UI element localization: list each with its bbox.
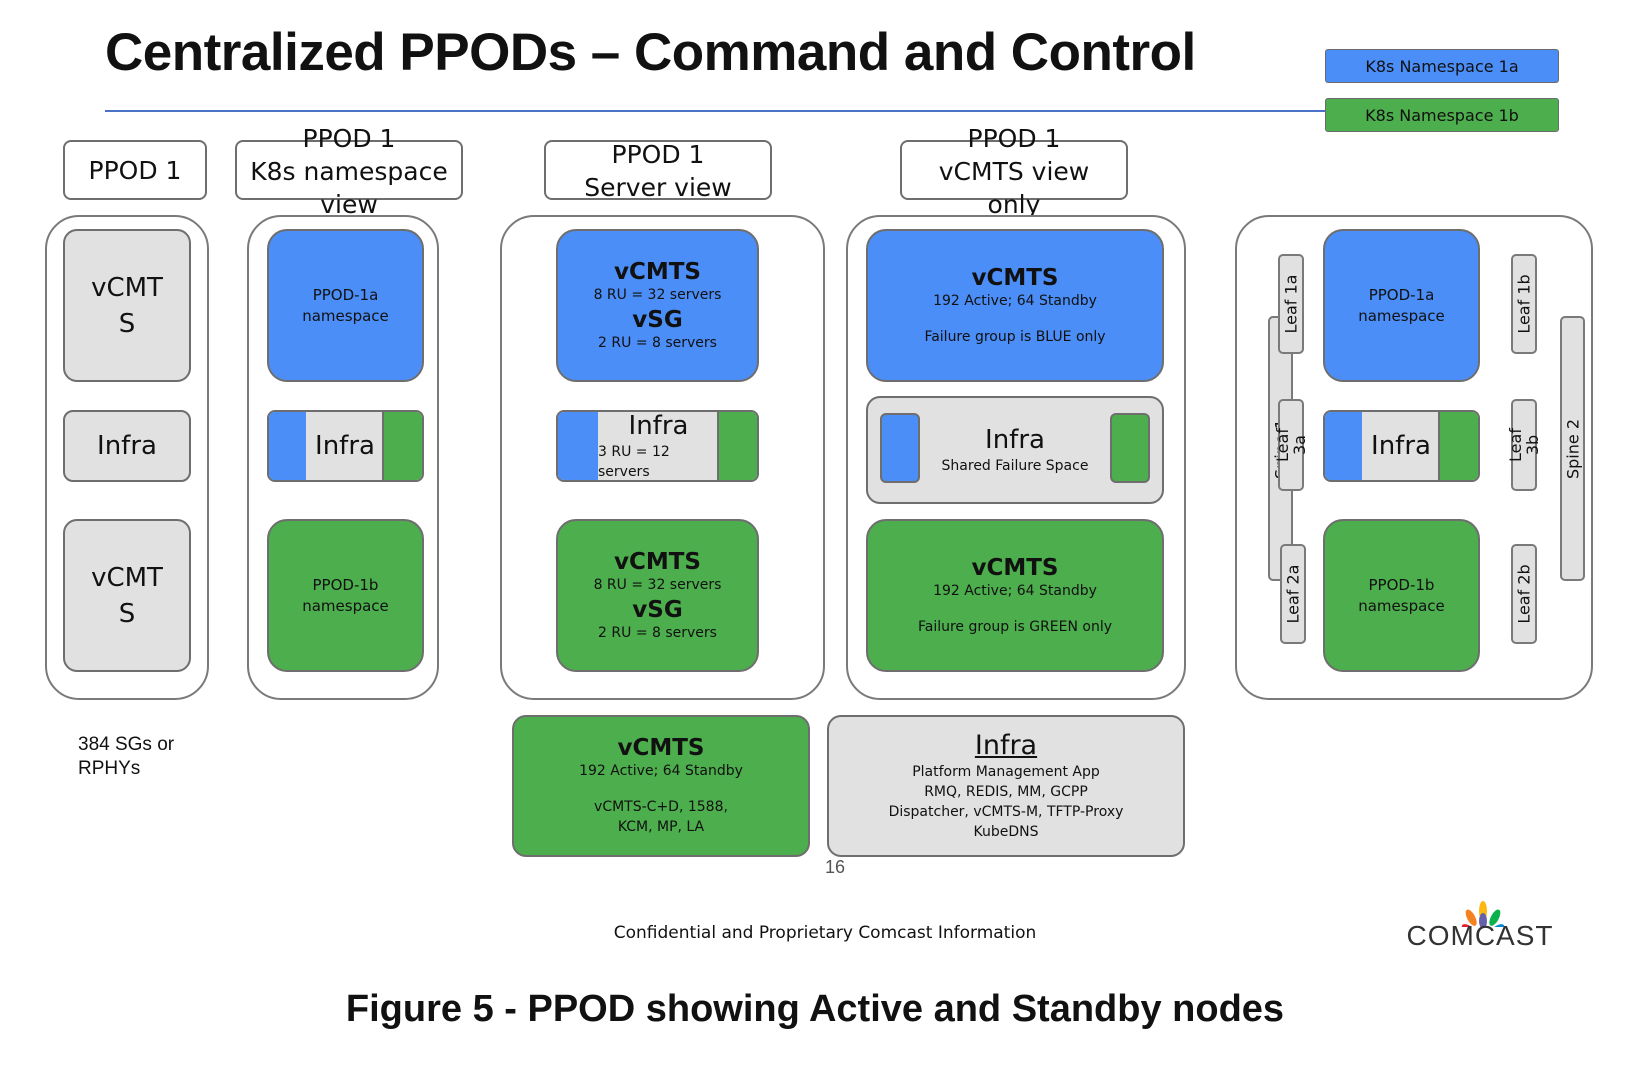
col4-header-text: PPOD 1 vCMTS view only [938,124,1090,219]
col5-ppod-1a-label: PPOD-1a namespace [1358,285,1445,325]
col3-infra-blue-segment [558,412,598,480]
col3-infra-title: Infra [628,411,689,441]
col1-header: PPOD 1 [63,140,207,200]
col3-infra-sub: 3 RU = 12 servers [598,444,670,480]
col1-vcmts-top-label: vCMT S [91,272,163,339]
col3-top-title-1: vCMTS [613,258,701,285]
col5-ppod-1b-label: PPOD-1b namespace [1358,575,1445,615]
col2-header: PPOD 1 K8s namespace view [235,124,463,219]
spine-2-label: Spine 2 [1563,418,1582,479]
col2-infra-green-segment [382,412,422,480]
col1-note: 384 SGs or RPHYs [78,734,175,779]
col5-ppod-1a: PPOD-1a namespace [1323,229,1480,382]
col1-vcmts-top: vCMT S [63,229,191,382]
bottom-vcmts-title: vCMTS [617,735,705,761]
bottom-infra-box: Infra Platform Management App RMQ, REDIS… [827,715,1185,857]
bottom-vcmts-sub-1: 192 Active; 64 Standby [579,763,743,779]
col2-ppod-1a: PPOD-1a namespace [267,229,424,382]
col3-top-sub-2: 2 RU = 8 servers [598,334,717,351]
col1-vcmts-bottom-label: vCMT S [91,562,163,629]
col3-infra-green-segment [717,412,757,480]
col5-infra-blue-segment [1325,412,1362,480]
col3-top-sub-1: 8 RU = 32 servers [593,286,722,303]
confidential-footer: Confidential and Proprietary Comcast Inf… [613,923,1037,943]
col5-infra-label: Infra [1371,431,1431,461]
col2-ppod-1a-label: PPOD-1a namespace [302,285,389,325]
legend-namespace-1a: K8s Namespace 1a [1325,49,1559,83]
title-rule [105,110,1335,112]
col5-ppod-1b: PPOD-1b namespace [1323,519,1480,672]
col1-header-text: PPOD 1 [88,155,182,185]
col4-infra-title: Infra [985,425,1045,455]
col4-bottom-title: vCMTS [971,554,1059,581]
leaf-2b-label: Leaf 2b [1514,564,1534,624]
leaf-3b: Leaf 3b [1506,399,1542,491]
col2-ppod-1b: PPOD-1b namespace [267,519,424,672]
comcast-wordmark: COMCAST [1406,920,1554,951]
col3-bottom-title-2: vSG [632,596,683,623]
leaf-1a: Leaf 1a [1278,254,1304,354]
col3-bottom-title-1: vCMTS [613,548,701,575]
col4-bottom-sub-2: Failure group is GREEN only [917,618,1113,635]
col2-infra-label: Infra [315,431,375,461]
leaf-1a-label: Leaf 1a [1281,274,1301,334]
col3-top-title-2: vSG [632,306,683,333]
leaf-2a-label: Leaf 2a [1283,564,1303,624]
leaf-1b: Leaf 1b [1511,254,1537,354]
col4-top-title: vCMTS [971,264,1059,291]
leaf-3b-label: Leaf 3b [1506,428,1542,462]
col4-header: PPOD 1 vCMTS view only [900,124,1128,219]
col1-infra-label: Infra [97,431,157,461]
col3-vcmts-top: vCMTS 8 RU = 32 servers vSG 2 RU = 8 ser… [556,229,759,382]
spine-2: Spine 2 [1560,316,1585,581]
page-number: 16 [824,857,846,877]
figure-caption: Figure 5 - PPOD showing Active and Stand… [345,988,1285,1030]
col3-vcmts-bottom: vCMTS 8 RU = 32 servers vSG 2 RU = 8 ser… [556,519,759,672]
leaf-2a: Leaf 2a [1280,544,1306,644]
col4-vcmts-bottom: vCMTS 192 Active; 64 Standby Failure gro… [866,519,1164,672]
col3-header-text: PPOD 1 Server view [584,140,732,202]
col4-infra-blue-segment [880,413,920,483]
col3-infra-text: Infra 3 RU = 12 servers [598,412,719,480]
col3-infra: Infra 3 RU = 12 servers [556,410,759,482]
col4-infra-sub: Shared Failure Space [941,458,1089,474]
col4-top-sub-2: Failure group is BLUE only [924,328,1106,345]
col2-ppod-1b-label: PPOD-1b namespace [302,575,389,615]
leaf-2b: Leaf 2b [1511,544,1537,644]
col4-infra-green-segment [1110,413,1150,483]
slide-title: Centralized PPODs – Command and Control [105,23,1196,82]
col5-infra: Infra [1323,410,1480,482]
bottom-infra-sub: Platform Management App RMQ, REDIS, MM, … [888,764,1124,840]
col5-infra-green-segment [1438,412,1478,480]
col1-vcmts-bottom: vCMT S [63,519,191,672]
col2-header-text: PPOD 1 K8s namespace view [250,124,448,219]
col3-bottom-sub-2: 2 RU = 8 servers [598,624,717,641]
leaf-1b-label: Leaf 1b [1514,274,1534,334]
leaf-3a: Leaf 3a [1273,399,1309,491]
col4-bottom-sub-1: 192 Active; 64 Standby [933,582,1097,599]
col2-infra: Infra [267,410,424,482]
col2-infra-blue-segment [269,412,306,480]
bottom-vcmts-sub-2: vCMTS-C+D, 1588, KCM, MP, LA [594,799,728,835]
col3-bottom-sub-1: 8 RU = 32 servers [593,576,722,593]
leaf-3a-label: Leaf 3a [1273,428,1309,462]
bottom-vcmts-box: vCMTS 192 Active; 64 Standby vCMTS-C+D, … [512,715,810,857]
col1-infra: Infra [63,410,191,482]
col4-top-sub-1: 192 Active; 64 Standby [933,292,1097,309]
legend-namespace-1b: K8s Namespace 1b [1325,98,1559,132]
col4-vcmts-top: vCMTS 192 Active; 64 Standby Failure gro… [866,229,1164,382]
col3-header: PPOD 1 Server view [544,140,772,202]
col4-infra: Infra Shared Failure Space [866,396,1164,504]
bottom-infra-title: Infra [974,730,1038,761]
